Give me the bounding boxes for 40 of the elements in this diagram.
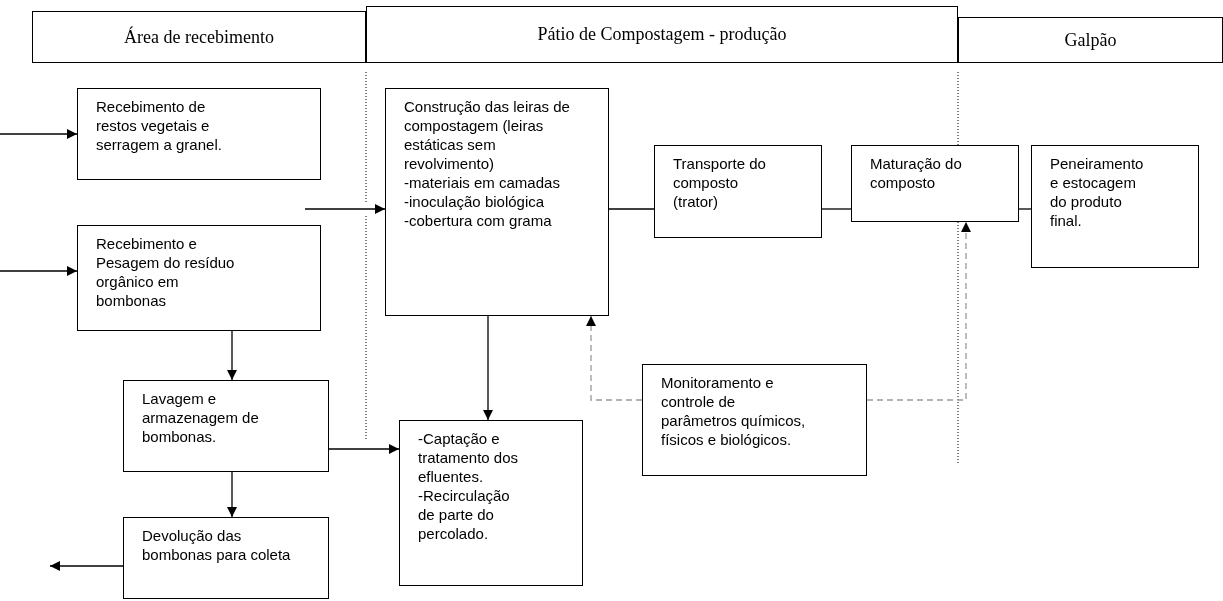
arrow — [227, 330, 237, 381]
process-box — [1031, 145, 1199, 268]
process-box — [642, 364, 867, 476]
zone-header — [958, 17, 1223, 63]
process-box — [77, 88, 321, 180]
arrow — [483, 315, 493, 421]
step-text: -inoculação biológica — [404, 192, 546, 211]
arrow — [0, 129, 78, 139]
zone-title: Pátio de Compostagem - produção — [537, 23, 787, 46]
step-text: -Captação e tratamento dos efluentes. — [418, 429, 520, 486]
arrow — [0, 266, 78, 276]
step-text: Maturação do composto — [870, 154, 963, 192]
arrow — [586, 315, 643, 401]
step-text: Construção das leiras de compostagem (leiras estáticas sem revolvimento) — [404, 97, 571, 173]
arrow — [304, 204, 386, 214]
process-box — [851, 145, 1019, 222]
process-box — [385, 88, 609, 316]
zone-header — [366, 6, 958, 63]
arrow — [227, 471, 237, 518]
zone-header — [32, 11, 366, 63]
step-text: -Recirculação de parte do percolado. — [418, 486, 511, 543]
process-box — [123, 380, 329, 472]
process-box — [77, 225, 321, 331]
step-text: Transporte do composto (trator) — [673, 154, 767, 211]
arrow — [866, 221, 971, 401]
step-text: Devolução das bombonas para coleta — [142, 526, 292, 564]
step-text: -cobertura com grama — [404, 211, 553, 230]
step-text: Lavagem e armazenagem de bombonas. — [142, 389, 260, 446]
process-box — [654, 145, 822, 238]
arrow — [328, 444, 400, 454]
step-text: Recebimento e Pesagem do resíduo orgânico em bombonas — [96, 234, 236, 310]
step-text: Monitoramento e controle de parâmetros químicos, físicos e biológicos. — [661, 373, 806, 449]
arrow — [49, 561, 124, 571]
step-text: Peneiramento e estocagem do produto final. — [1050, 154, 1145, 230]
zone-title: Galpão — [1064, 28, 1117, 52]
step-text: -materiais em camadas — [404, 173, 561, 192]
zone-title: Área de recebimento — [124, 25, 274, 49]
step-text: Recebimento de restos vegetais e serragem a granel. — [96, 97, 223, 154]
process-box — [399, 420, 583, 586]
process-box — [123, 517, 329, 599]
